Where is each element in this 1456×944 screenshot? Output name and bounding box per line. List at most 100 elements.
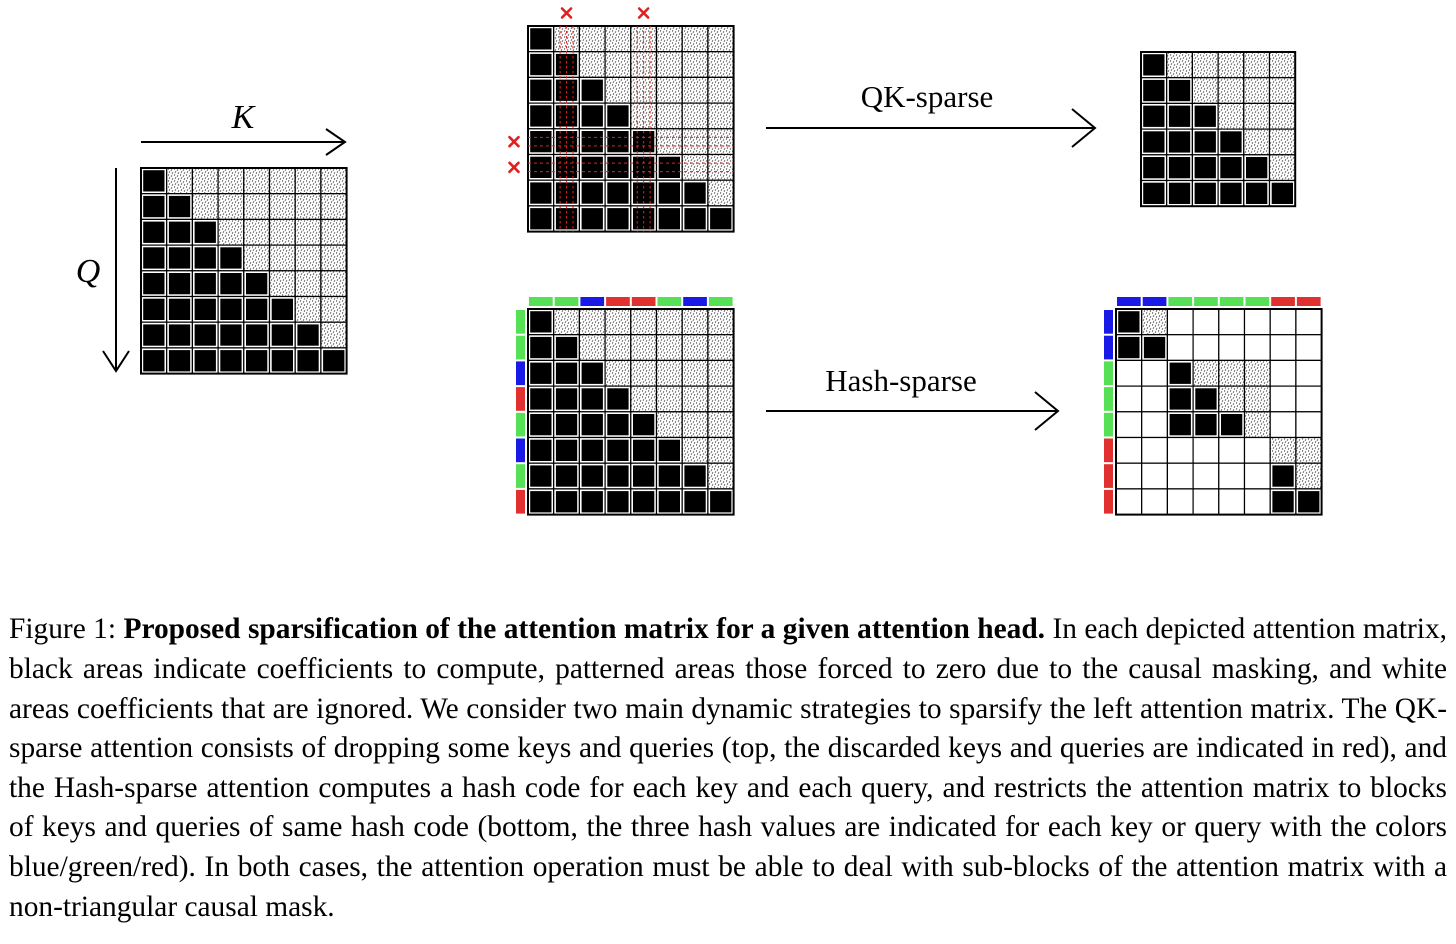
compute-cell-fill	[168, 324, 191, 346]
compute-cell-fill	[143, 221, 165, 243]
masked-cell	[707, 334, 735, 362]
masked-cell	[294, 270, 322, 298]
compute-cell-fill	[1169, 414, 1191, 436]
key-hash-marker	[1271, 297, 1295, 306]
key-hash-marker	[683, 297, 707, 306]
compute-cell-fill	[220, 350, 242, 372]
compute-cell-fill	[658, 491, 680, 513]
compute-cell-fill	[1194, 105, 1216, 127]
ignored-cell	[1115, 436, 1143, 464]
masked-cell	[604, 334, 632, 362]
key-hash-marker	[529, 297, 553, 306]
ignored-cell	[1192, 308, 1220, 336]
masked-cell	[655, 359, 683, 387]
ignored-cell	[1269, 308, 1297, 336]
masked-cell	[707, 128, 735, 156]
masked-cell	[578, 334, 606, 362]
key-hash-marker	[657, 297, 682, 306]
compute-cell-fill	[633, 491, 655, 513]
compute-cell-fill	[684, 491, 706, 513]
masked-cell	[1217, 77, 1245, 104]
compute-cell-fill	[555, 208, 578, 230]
masked-cell	[630, 308, 658, 336]
compute-cell-fill	[143, 170, 165, 192]
compute-cell-fill	[530, 414, 552, 436]
compute-cell-fill	[530, 182, 552, 204]
ignored-cell	[1218, 308, 1246, 336]
compute-cell-fill	[246, 324, 268, 346]
compute-cell-fill	[530, 131, 552, 153]
ignored-cell	[1218, 462, 1246, 490]
masked-cell	[1218, 359, 1246, 387]
matrix-border	[527, 308, 735, 516]
compute-cell-fill	[530, 28, 552, 50]
key-hash-marker	[1142, 297, 1167, 306]
masked-cell	[707, 308, 735, 336]
hash-sparse-arrow	[766, 391, 1060, 431]
compute-cell-fill	[1143, 131, 1165, 153]
caption-figure-label: Figure 1:	[9, 613, 117, 646]
compute-cell-fill	[1220, 131, 1242, 153]
masked-cell	[217, 218, 245, 246]
query-hash-marker	[516, 489, 525, 514]
compute-cell-fill	[1168, 105, 1191, 127]
compute-cell-fill	[194, 350, 216, 372]
masked-cell	[1268, 77, 1296, 104]
compute-cell-fill	[555, 336, 578, 359]
compute-cell-fill	[168, 350, 191, 372]
compute-cell-fill	[581, 491, 603, 513]
masked-cell	[294, 218, 322, 246]
key-hash-marker	[1194, 297, 1218, 306]
compute-cell-fill	[555, 362, 578, 384]
compute-cell-fill	[555, 491, 578, 513]
query-hash-marker	[516, 310, 525, 334]
masked-cell	[243, 244, 271, 272]
query-hash-marker	[516, 438, 525, 463]
ignored-cell	[1269, 359, 1297, 387]
masked-cell	[681, 51, 709, 79]
masked-cell	[655, 385, 683, 413]
compute-cell-fill	[581, 465, 603, 487]
ignored-cell	[1269, 385, 1297, 413]
matrix-border	[140, 167, 348, 375]
compute-cell-fill	[1194, 157, 1216, 179]
compute-cell-fill	[271, 350, 293, 372]
key-hash-marker	[1219, 297, 1244, 306]
compute-cell-fill	[581, 105, 603, 127]
ignored-cell	[1115, 462, 1143, 490]
compute-cell-fill	[246, 273, 268, 295]
compute-cell-fill	[1143, 79, 1165, 102]
masked-cell	[604, 76, 632, 104]
masked-cell	[707, 179, 735, 207]
ignored-cell	[1269, 334, 1297, 362]
key-hash-marker	[1117, 297, 1141, 306]
masked-cell	[268, 167, 296, 195]
compute-cell-fill	[581, 208, 603, 230]
compute-cell-fill	[581, 156, 603, 178]
compute-cell-fill	[658, 156, 680, 178]
key-hash-marker	[606, 297, 630, 306]
query-hash-marker	[516, 464, 525, 488]
key-hash-marker	[708, 297, 733, 306]
ignored-cell	[1243, 462, 1271, 490]
masked-cell	[553, 308, 581, 336]
masked-cell	[1191, 51, 1219, 79]
discard-marker-icon	[508, 161, 520, 174]
compute-cell-fill	[323, 350, 345, 372]
compute-cell-fill	[555, 388, 578, 410]
ignored-cell	[1141, 436, 1168, 464]
masked-cell	[681, 25, 709, 53]
compute-cell-fill	[710, 491, 732, 513]
query-hash-marker	[516, 412, 525, 437]
compute-cell-fill	[1220, 157, 1242, 179]
figure-caption: Figure 1: Proposed sparsification of the…	[9, 610, 1447, 927]
compute-cell-fill	[1118, 336, 1140, 359]
compute-cell-fill	[1195, 414, 1217, 436]
ignored-cell	[1141, 462, 1168, 490]
compute-cell-fill	[143, 298, 165, 320]
masked-cell	[707, 25, 735, 53]
ignored-cell	[1115, 411, 1143, 439]
compute-cell-fill	[194, 221, 216, 243]
compute-cell-fill	[143, 247, 165, 269]
masked-cell	[578, 51, 606, 79]
